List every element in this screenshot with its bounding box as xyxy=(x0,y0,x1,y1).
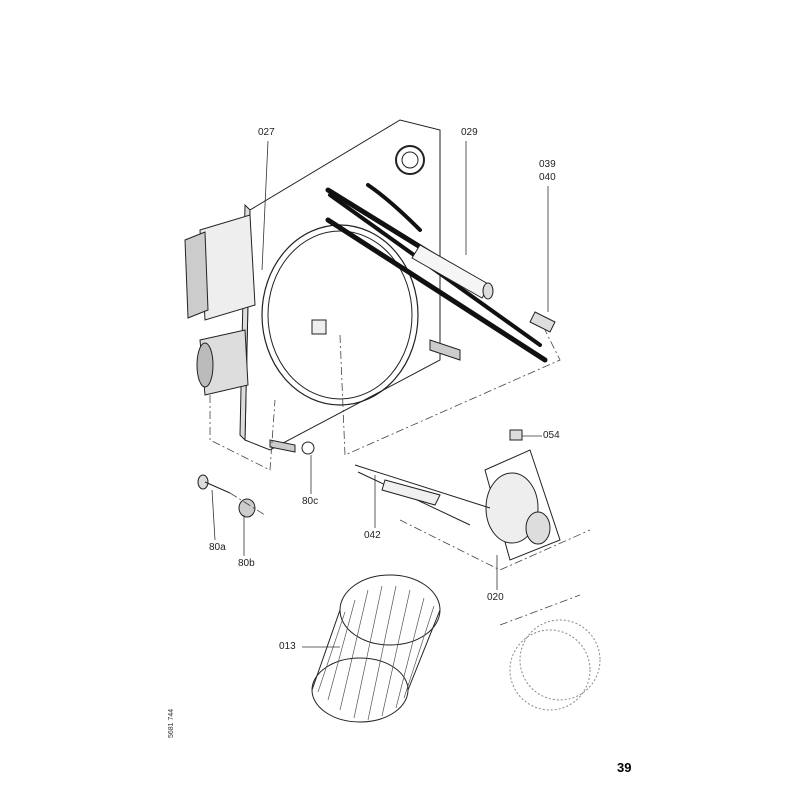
page-number: 39 xyxy=(617,760,632,775)
clip-054 xyxy=(509,429,523,441)
electrode-tube xyxy=(411,244,494,300)
label-80c: 80c xyxy=(302,496,319,507)
label-80b: 80b xyxy=(238,558,255,569)
document-number: 5681 744 xyxy=(168,708,175,738)
label-040: 040 xyxy=(539,172,556,183)
connector-039 xyxy=(529,311,556,333)
parts-80a-80b xyxy=(197,474,256,518)
label-013: 013 xyxy=(279,641,296,652)
label-020: 020 xyxy=(487,592,504,603)
assembly-lines xyxy=(209,329,591,626)
label-054: 054 xyxy=(543,430,560,441)
leader-lines xyxy=(211,140,549,648)
label-80a: 80a xyxy=(209,542,226,553)
air-ring-dashed xyxy=(509,619,601,711)
washer-80c xyxy=(301,441,315,455)
combustion-head-020 xyxy=(354,449,561,561)
label-039: 039 xyxy=(539,159,556,170)
label-042: 042 xyxy=(364,530,381,541)
blower-wheel-013 xyxy=(311,574,441,723)
label-029: 029 xyxy=(461,127,478,138)
motor xyxy=(184,214,256,396)
label-027: 027 xyxy=(258,127,275,138)
